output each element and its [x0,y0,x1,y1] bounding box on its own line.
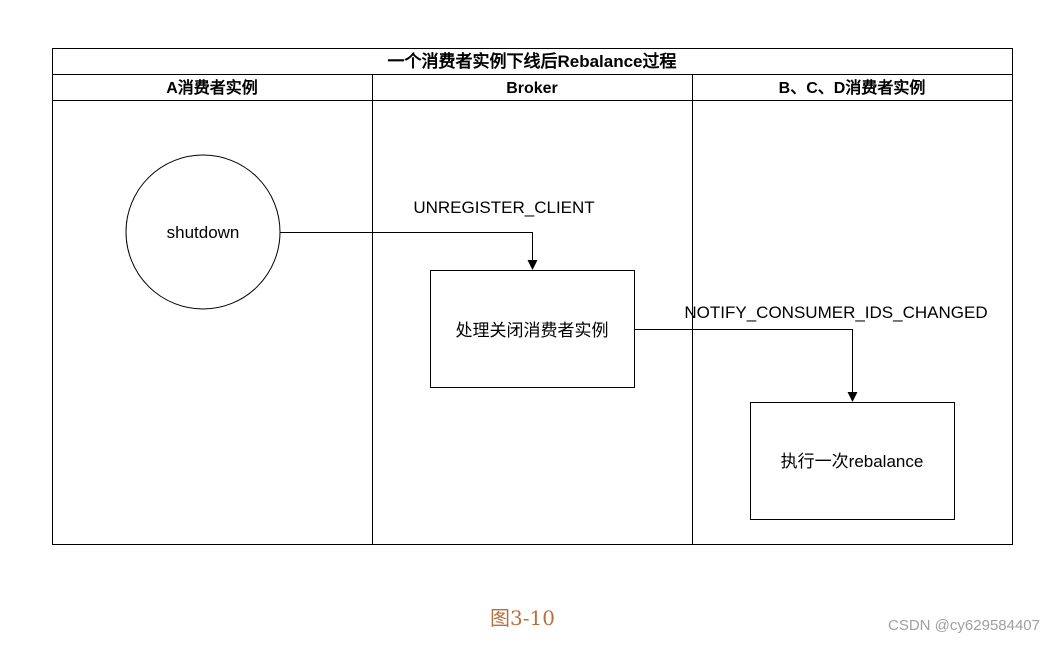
handle-shutdown-node [430,270,635,388]
lane-header-broker: Broker [506,80,558,97]
unregister-client-label: UNREGISTER_CLIENT [413,198,594,217]
diagram-frame [52,48,1013,545]
handle-shutdown-label: 处理关闭消费者实例 [456,321,609,340]
lane-header-a-consumer: A消费者实例 [166,78,258,97]
figure-caption: 图3-10 [490,606,555,630]
notify-consumer-ids-label: NOTIFY_CONSUMER_IDS_CHANGED [684,303,987,322]
csdn-watermark: CSDN @cy629584407 [888,617,1040,634]
unregister-client-arrow [280,232,538,270]
lane-header-bcd-consumers: B、C、D消费者实例 [779,78,926,97]
rebalance-label: 执行一次rebalance [781,452,924,471]
notify-consumer-ids-arrow [634,329,858,402]
diagram-title: 一个消费者实例下线后Rebalance过程 [387,51,676,71]
shutdown-label: shutdown [167,223,240,242]
rebalance-node [750,402,955,520]
